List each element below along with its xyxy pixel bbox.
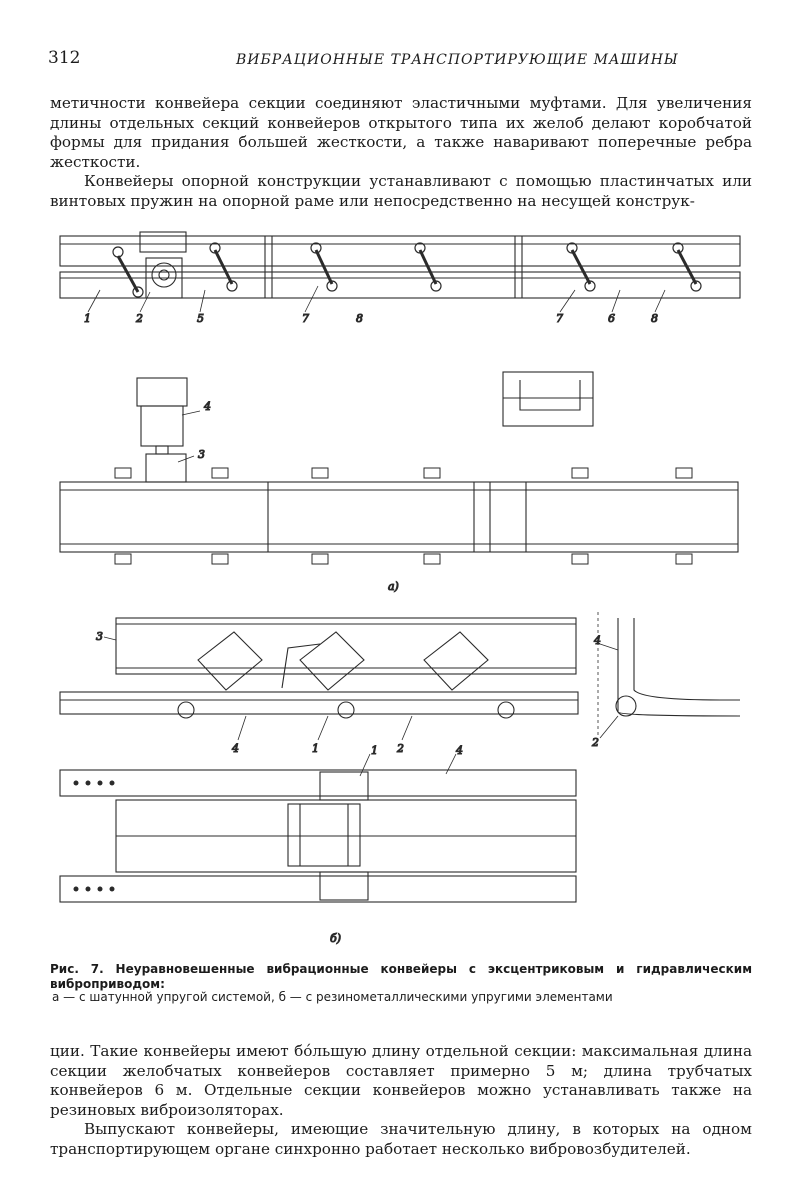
running-header: 312 ВИБРАЦИОННЫЕ ТРАНСПОРТИРУЮЩИЕ МАШИНЫ <box>46 44 766 74</box>
label-1-b: 1 <box>312 742 319 755</box>
label-8b-top: 8 <box>651 312 658 325</box>
running-title: ВИБРАЦИОННЫЕ ТРАНСПОРТИРУЮЩИЕ МАШИНЫ <box>236 52 679 68</box>
page-number: 312 <box>48 48 81 68</box>
label-2-b: 2 <box>396 742 404 755</box>
label-4-a: 4 <box>203 400 211 413</box>
label-7b-top: 7 <box>556 312 563 325</box>
label-4-b: 4 <box>231 742 239 755</box>
conveyor-plan-view-b <box>59 753 577 903</box>
conveyor-side-view-b <box>59 612 741 741</box>
subfigure-label-a: а) <box>388 580 399 593</box>
label-6-top: 6 <box>608 312 615 325</box>
label-4-side: 4 <box>593 634 601 647</box>
label-4-plan: 4 <box>455 744 463 757</box>
label-7-top: 7 <box>302 312 309 325</box>
label-2-top: 2 <box>135 312 143 325</box>
paragraph-top-1: метичности конвейера секции соединяют эл… <box>50 94 752 171</box>
label-3-b: 3 <box>96 630 103 643</box>
figure-caption-title: Рис. 7. Неуравновешенные вибрационные ко… <box>50 962 752 991</box>
label-1-top: 1 <box>84 312 91 325</box>
label-3-a: 3 <box>198 448 205 461</box>
top-conveyor-elevation <box>59 231 741 313</box>
figure-caption-legend: а — с шатунной упругой системой, б — с р… <box>52 990 613 1004</box>
paragraph-bottom-2: Выпускают конвейеры, имеющие значительну… <box>50 1120 752 1158</box>
paragraph-top-2: Конвейеры опорной конструкции устанавлив… <box>50 172 752 210</box>
label-5-top: 5 <box>197 312 204 325</box>
conveyor-elevation-a <box>59 371 739 565</box>
label-2-side: 2 <box>591 736 599 749</box>
figure-7-drawings: 1 2 5 7 8 7 6 8 4 3 а) 3 4 1 2 4 2 1 4 б… <box>59 231 741 946</box>
subfigure-label-b: б) <box>330 932 341 945</box>
label-1-plan: 1 <box>371 744 378 757</box>
label-8-top: 8 <box>356 312 363 325</box>
paragraph-bottom-1: ции. Такие конвейеры имеют бо́льшую длин… <box>50 1042 752 1119</box>
